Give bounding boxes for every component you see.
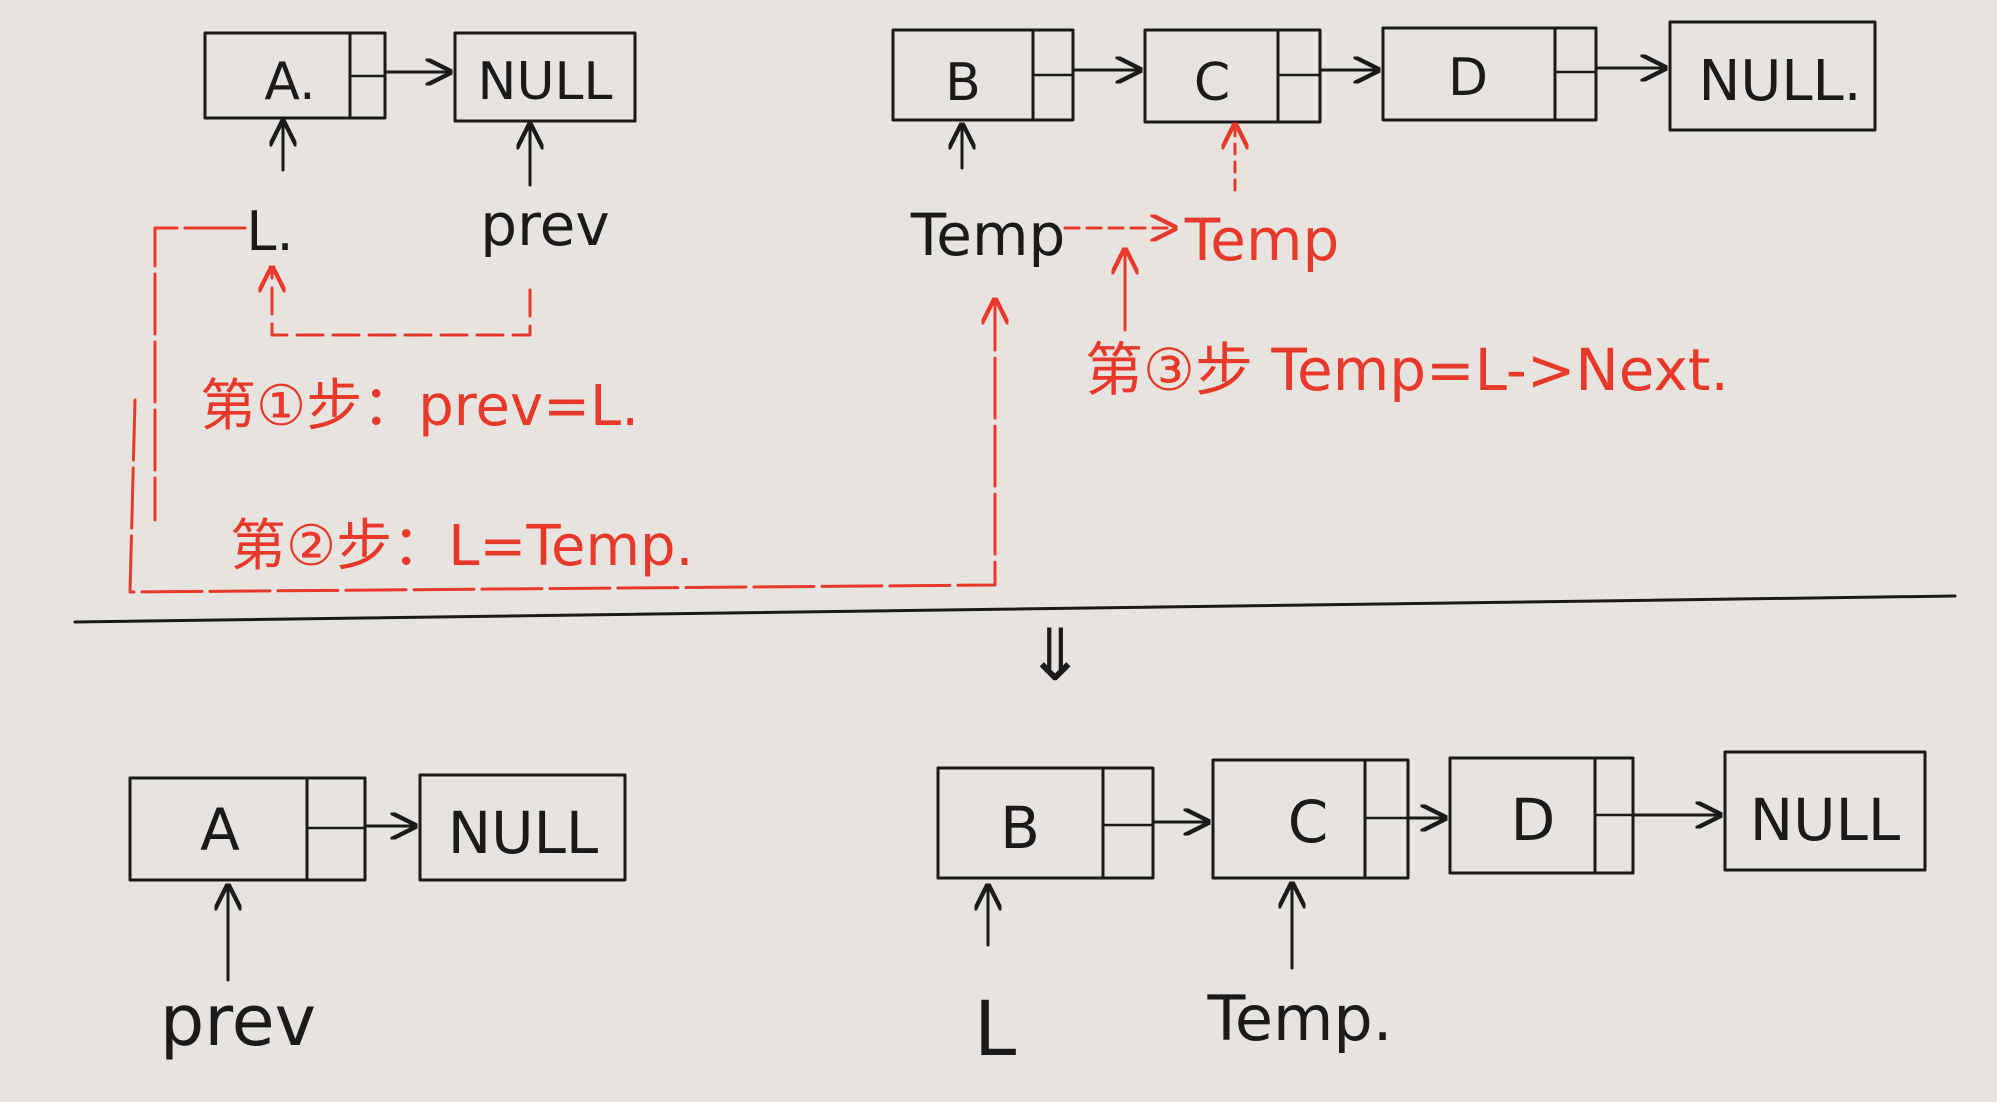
bottom-node-c: C [1211, 758, 1410, 880]
top-pointer-l: L. [246, 200, 293, 263]
bottom-node-c-label: C [1288, 788, 1329, 856]
top-pointer-temp-old: Temp [910, 201, 1066, 269]
bottom-node-a-label: A [200, 796, 240, 864]
bottom-node-d-label: D [1511, 786, 1556, 854]
top-pointer-temp-new: Temp [1184, 206, 1340, 274]
top-right-group: B C D NULL. Temp Temp 第③步 Temp=L->Next. [891, 20, 1877, 404]
bottom-left-null-node: NULL [418, 773, 627, 882]
top-node-a-label: A. [264, 52, 315, 112]
top-right-null-label: NULL. [1698, 49, 1861, 114]
top-node-b-label: B [945, 53, 981, 113]
bottom-left-null-label: NULL [448, 799, 598, 867]
bottom-node-d: D [1448, 756, 1635, 875]
bottom-node-b-label: B [1000, 794, 1040, 862]
bottom-right-group: B C D NULL L Temp. [936, 750, 1927, 1073]
top-node-d-label: D [1448, 48, 1488, 108]
bottom-node-a: A [128, 776, 367, 882]
top-left-null-node: NULL [453, 31, 637, 123]
step2-arrow [128, 226, 995, 594]
top-node-b: B [891, 28, 1075, 122]
bottom-pointer-temp: Temp. [1207, 982, 1393, 1055]
bottom-pointer-prev: prev [160, 980, 316, 1062]
bottom-pointer-l: L [974, 984, 1016, 1073]
top-pointer-prev: prev [480, 191, 609, 259]
transition-arrow: ⇓ [1025, 613, 1085, 697]
top-right-null-node: NULL. [1668, 20, 1877, 132]
bottom-right-null-label: NULL [1750, 786, 1900, 854]
section-divider [73, 594, 1957, 624]
top-node-a: A. [203, 31, 387, 120]
step2-text: 第②步：L=Temp. [230, 514, 693, 579]
step3-text: 第③步 Temp=L->Next. [1085, 336, 1729, 404]
top-node-c: C [1143, 28, 1322, 124]
bottom-left-group: A NULL prev [128, 773, 627, 1062]
top-left-group: A. NULL L. prev [203, 31, 637, 263]
bottom-node-b: B [936, 766, 1155, 880]
bottom-right-null-node: NULL [1723, 750, 1927, 872]
step1-arrow [272, 268, 532, 337]
top-node-c-label: C [1194, 53, 1230, 113]
top-left-null-label: NULL [478, 52, 613, 112]
step1-text: 第①步：prev=L. [200, 374, 639, 439]
top-node-d: D [1381, 26, 1598, 122]
